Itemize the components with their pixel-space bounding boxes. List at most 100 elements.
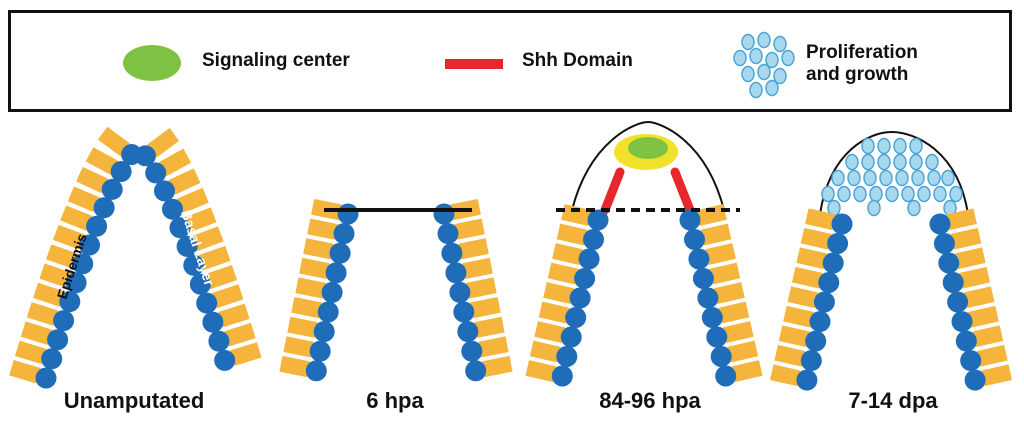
epidermis-cell <box>722 321 754 344</box>
epidermis-cell <box>85 147 118 175</box>
epidermis-cell <box>800 227 832 250</box>
epidermis-cell <box>695 204 727 227</box>
proliferating-cell <box>877 137 891 155</box>
basal-cell <box>560 326 582 348</box>
basal-cell <box>955 330 977 352</box>
basal-cell <box>697 287 719 309</box>
proliferating-cell <box>861 153 875 171</box>
basal-cell <box>196 292 218 314</box>
stage-label-7-14dpa: 7-14 dpa <box>848 388 938 413</box>
basal-cell <box>208 330 230 352</box>
basal-cell <box>565 307 587 328</box>
epidermis-cell <box>184 207 217 233</box>
signaling-center <box>628 137 668 159</box>
basal-cell <box>321 281 343 303</box>
regenerate-outline <box>819 130 969 215</box>
proliferating-cell <box>867 199 881 217</box>
proliferating-cell <box>933 185 947 203</box>
basal-cell <box>929 213 951 235</box>
epidermis-cell <box>205 265 238 290</box>
epidermis-cell <box>700 223 732 246</box>
basal-cell <box>583 229 604 250</box>
basal-cell <box>831 213 853 235</box>
basal-cell <box>72 253 94 275</box>
epidermis-cell <box>963 286 995 309</box>
epidermis-cell <box>9 360 41 384</box>
proliferating-cell <box>917 185 931 203</box>
proliferating-cell <box>861 137 875 155</box>
epidermis-cell <box>538 301 570 324</box>
shh-domain-right <box>670 167 695 215</box>
epidermis-cell <box>731 360 763 383</box>
proliferating-cell <box>927 169 941 187</box>
epidermis-cell <box>76 166 109 194</box>
proliferating-cell <box>757 31 771 49</box>
proliferating-cell <box>909 153 923 171</box>
epidermis-cell <box>787 286 819 309</box>
proliferating-cell <box>853 185 867 203</box>
epidermis-cell <box>303 238 334 260</box>
epidermis-cell <box>454 218 485 240</box>
proliferating-cell <box>941 169 955 187</box>
epidermis-cell <box>791 266 823 289</box>
shh-domain-label: Shh Domain <box>522 50 633 71</box>
basal-cell <box>317 301 339 323</box>
basal-cell <box>964 369 986 391</box>
blastema-outline <box>571 120 725 211</box>
basal-cell <box>333 223 355 245</box>
epidermis-cell <box>981 364 1013 387</box>
epidermis-cell <box>147 127 180 158</box>
basal-cell <box>692 268 714 289</box>
proliferating-cell <box>907 199 921 217</box>
proliferating-cell <box>879 169 893 187</box>
basal-cell <box>53 310 75 332</box>
epidermis-cell <box>769 364 801 387</box>
proliferating-cell <box>821 185 835 203</box>
epidermis-cell <box>556 223 588 246</box>
basal-cell <box>101 178 123 200</box>
basal-cell <box>453 301 475 323</box>
epidermis-cell <box>20 321 53 345</box>
epidermis-cell <box>52 224 85 250</box>
epidermis-cell <box>704 243 736 266</box>
basal-cell <box>183 254 205 276</box>
basal-cell <box>441 242 463 264</box>
epidermis-cell <box>191 226 224 252</box>
basal-cell <box>809 311 831 333</box>
epidermis-cell <box>462 257 493 280</box>
basal-cell <box>329 242 351 264</box>
proliferating-cell <box>757 63 771 81</box>
epidermis-cell <box>709 262 741 285</box>
epidermis-cell <box>718 301 750 324</box>
basal-cell <box>325 262 347 284</box>
epidermis-cell <box>481 355 513 378</box>
basal-cell <box>465 360 487 382</box>
epidermis-cell <box>774 344 806 367</box>
basal-cell <box>822 252 844 274</box>
basal-cell <box>551 365 573 387</box>
epidermis-cell <box>307 218 338 240</box>
basal-cell <box>556 346 578 367</box>
basal-cell <box>587 209 609 231</box>
basal-cell <box>578 248 600 270</box>
stage-84-96hpa-diagram <box>525 120 763 387</box>
basal-cell <box>574 268 596 289</box>
epidermis-cell <box>967 305 999 328</box>
proliferating-cell <box>901 185 915 203</box>
basal-cell <box>813 291 835 313</box>
basal-cell <box>701 307 723 328</box>
basal-cell <box>59 291 81 313</box>
epidermis-cell <box>458 238 489 260</box>
basal-cell <box>933 233 955 254</box>
epidermis-cell <box>783 305 815 328</box>
epidermis-cell <box>946 208 977 231</box>
proliferating-cell <box>847 169 861 187</box>
epidermis-cell <box>959 266 991 289</box>
epidermis-cell <box>26 302 59 326</box>
signaling-center-label: Signaling center <box>202 50 350 71</box>
signaling-center-icon <box>123 45 181 81</box>
basal-cell <box>189 273 211 295</box>
epidermis-cell <box>299 257 330 280</box>
basal-cell <box>202 311 224 333</box>
proliferating-cell <box>869 185 883 203</box>
